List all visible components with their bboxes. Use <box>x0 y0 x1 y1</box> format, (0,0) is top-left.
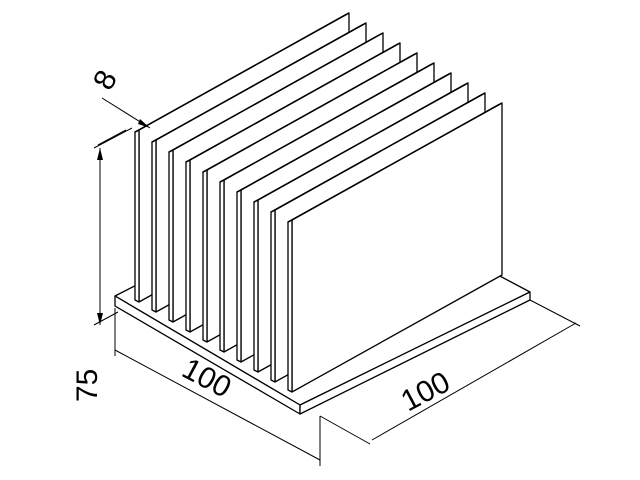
extension-line <box>93 311 119 326</box>
fin-top-edge <box>151 22 367 143</box>
fin-edge-face <box>236 189 242 363</box>
fin-spacing-label: 8 <box>87 65 124 95</box>
fin-edge-face <box>202 169 208 343</box>
arrowhead <box>138 119 150 128</box>
extension-line <box>97 129 127 146</box>
extension-line <box>93 127 133 149</box>
fins <box>134 12 503 393</box>
fin-top-edge <box>202 52 418 173</box>
fin-top-edge <box>134 12 350 133</box>
fin-edge-face <box>168 149 174 323</box>
height-label: 75 <box>71 369 104 402</box>
fin-top-edge <box>287 102 503 223</box>
extension-line <box>529 299 581 327</box>
fin-edge-face <box>185 159 191 333</box>
fin-top-edge <box>168 32 384 153</box>
fin-top-edge <box>270 92 486 213</box>
fin-edge-face <box>287 219 293 393</box>
dimension-height: 75 <box>71 127 133 402</box>
width-dim-line <box>114 349 321 461</box>
fin-top-edge <box>253 82 469 203</box>
arrowhead <box>97 313 103 325</box>
arrowhead <box>97 148 103 160</box>
fin-edge-face <box>253 199 259 373</box>
fin-top-edge <box>185 42 401 163</box>
fin-top-edge <box>219 62 435 183</box>
fin-top-edge <box>236 72 452 193</box>
fin-edge-face <box>134 129 140 303</box>
fin-edge-face <box>219 179 225 353</box>
extension-line <box>319 415 371 445</box>
depth-dim-line <box>371 322 577 441</box>
fin-edge-face <box>151 139 157 313</box>
fin-edge-face <box>270 209 276 383</box>
depth-label: 100 <box>396 366 456 419</box>
fin <box>287 102 503 393</box>
